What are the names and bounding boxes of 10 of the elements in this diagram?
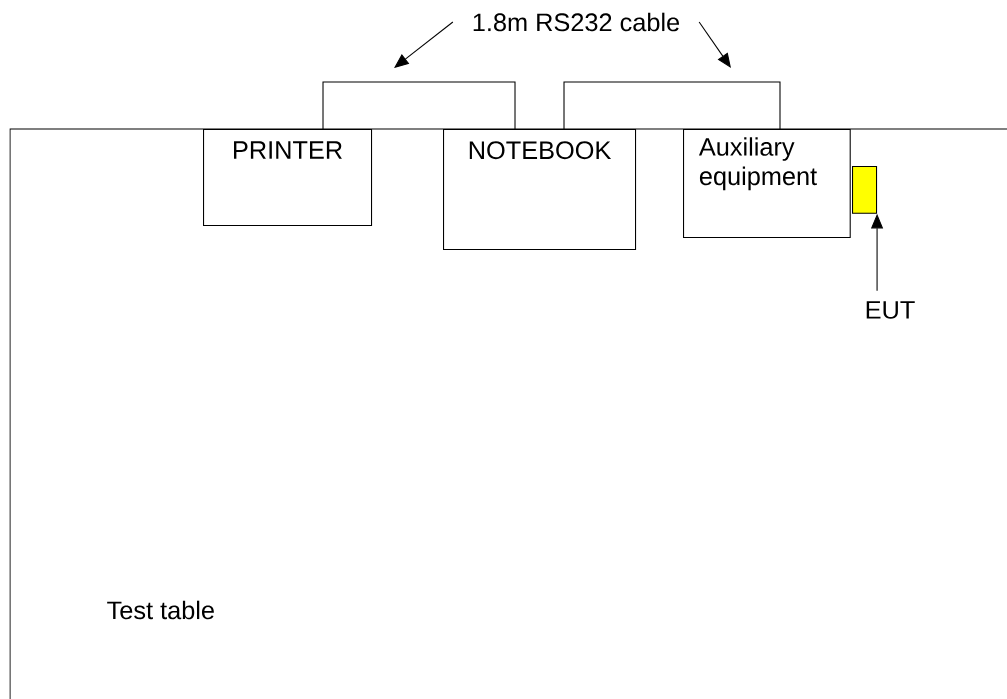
notebook-box: NOTEBOOK: [443, 129, 637, 251]
cable-line: [322, 81, 516, 130]
eut-box: [852, 166, 878, 214]
leader-line: [394, 21, 454, 68]
printer-box: PRINTER: [203, 129, 373, 227]
eut-label: EUT: [866, 301, 915, 319]
equipment-box: Auxiliary equipment: [683, 129, 851, 239]
leader-line: [698, 21, 731, 68]
cable-label: 1.8m RS232 cable: [473, 12, 680, 32]
cable-line: [563, 81, 781, 130]
